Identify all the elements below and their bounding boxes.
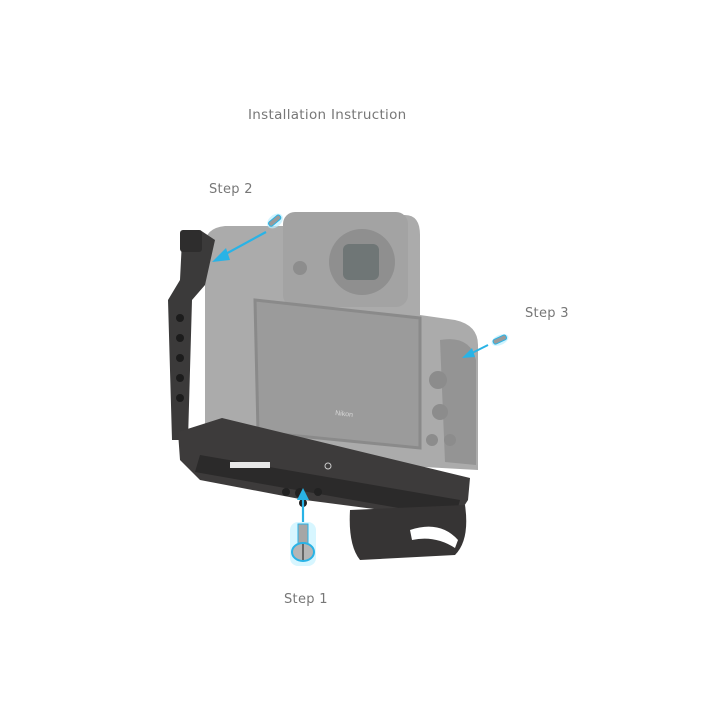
camera-cage (168, 230, 470, 560)
grip (440, 339, 476, 465)
lcd-screen (253, 298, 422, 450)
step1-screw-icon (290, 522, 316, 566)
viewfinder (343, 244, 379, 280)
step2-arrow (212, 231, 267, 262)
step2-screw-icon (267, 213, 283, 229)
cage-top-clamp (180, 230, 202, 252)
camera-body: Nikon (205, 212, 478, 470)
step-1-label: Step 1 (284, 592, 328, 607)
cage-bottom-loop (349, 505, 467, 560)
step-3-label: Step 3 (525, 306, 569, 321)
step-2-label: Step 2 (209, 182, 253, 197)
cage-side-handle (168, 230, 215, 440)
camera-logo: Nikon (335, 410, 354, 419)
page-title: Installation Instruction (248, 107, 407, 123)
step3-arrow (462, 344, 489, 358)
step1-arrow (297, 488, 309, 522)
step3-screw-icon (491, 334, 509, 346)
